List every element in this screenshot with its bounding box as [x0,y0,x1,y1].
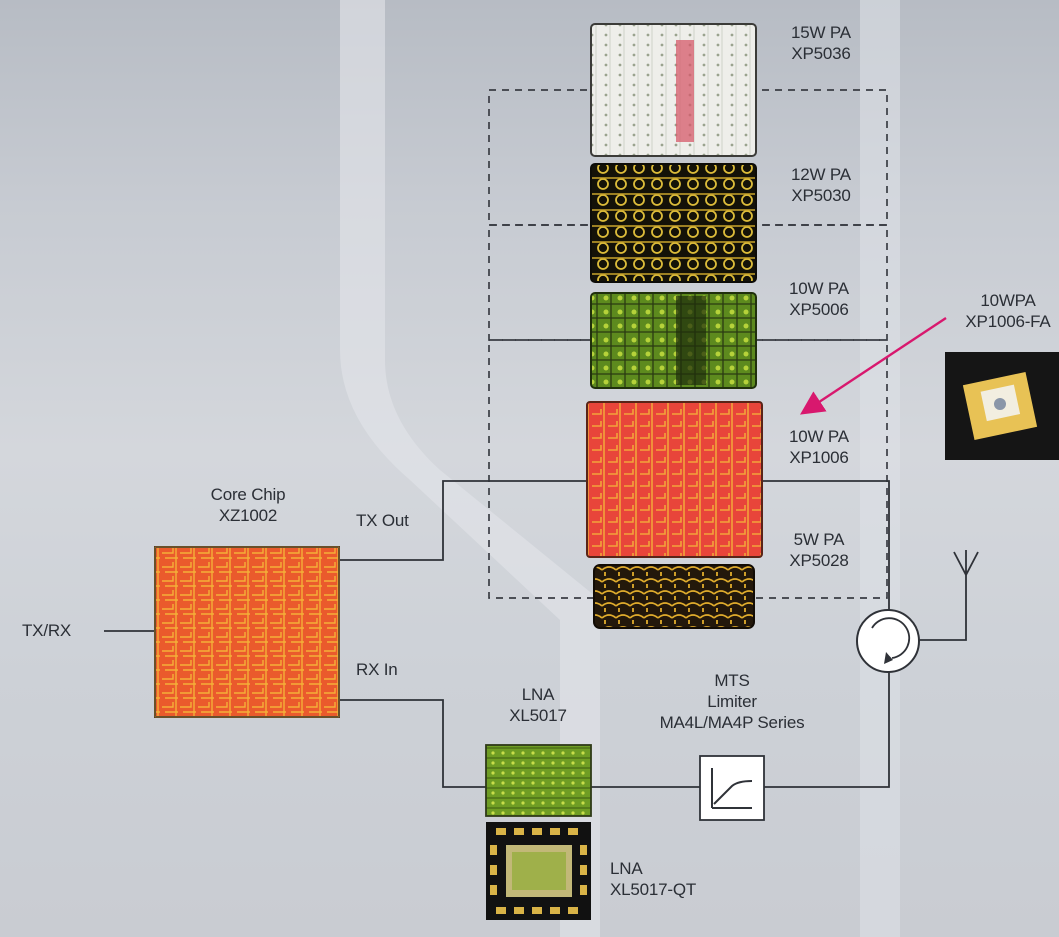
rx-in-line [338,700,486,787]
core-chip-die [155,547,339,717]
antenna-icon [954,550,978,575]
lna-label: LNA XL5017 [478,684,598,726]
packaged-pa-label: 10WPA XP1006-FA [948,290,1059,332]
lna-die-xl5017 [486,745,591,816]
rx-in-label: RX In [356,659,398,680]
pa-label-xp5028: 5W PA XP5028 [764,529,874,571]
background-swoosh [860,0,900,937]
pa-label-xp1006: 10W PA XP1006 [764,426,874,468]
limiter-label: MTS Limiter MA4L/MA4P Series [622,670,842,733]
core-chip-part-number: XZ1002 [168,505,328,526]
lna-package-xl5017-qt [486,822,591,920]
core-chip-name: Core Chip [168,484,328,505]
pa-die-xp5036 [591,24,756,156]
pa-die-xp5028 [594,565,754,628]
circulator-to-antenna-line [917,575,966,640]
limiter-icon [700,756,764,820]
txrx-label: TX/RX [22,620,71,641]
pa-die-xp1006 [587,402,762,557]
pa-label-xp5030: 12W PA XP5030 [766,164,876,206]
pa-die-xp5030 [591,164,756,282]
pa-die-xp5006 [591,293,756,388]
packaged-pa-xp1006-fa [945,352,1059,460]
circulator-icon [857,610,919,672]
core-chip-label: Core Chip XZ1002 [168,484,328,526]
pa-label-xp5036: 15W PA XP5036 [766,22,876,64]
pa-label-xp5006: 10W PA XP5006 [764,278,874,320]
lna-qt-label: LNA XL5017-QT [610,858,696,900]
tx-out-label: TX Out [356,510,409,531]
